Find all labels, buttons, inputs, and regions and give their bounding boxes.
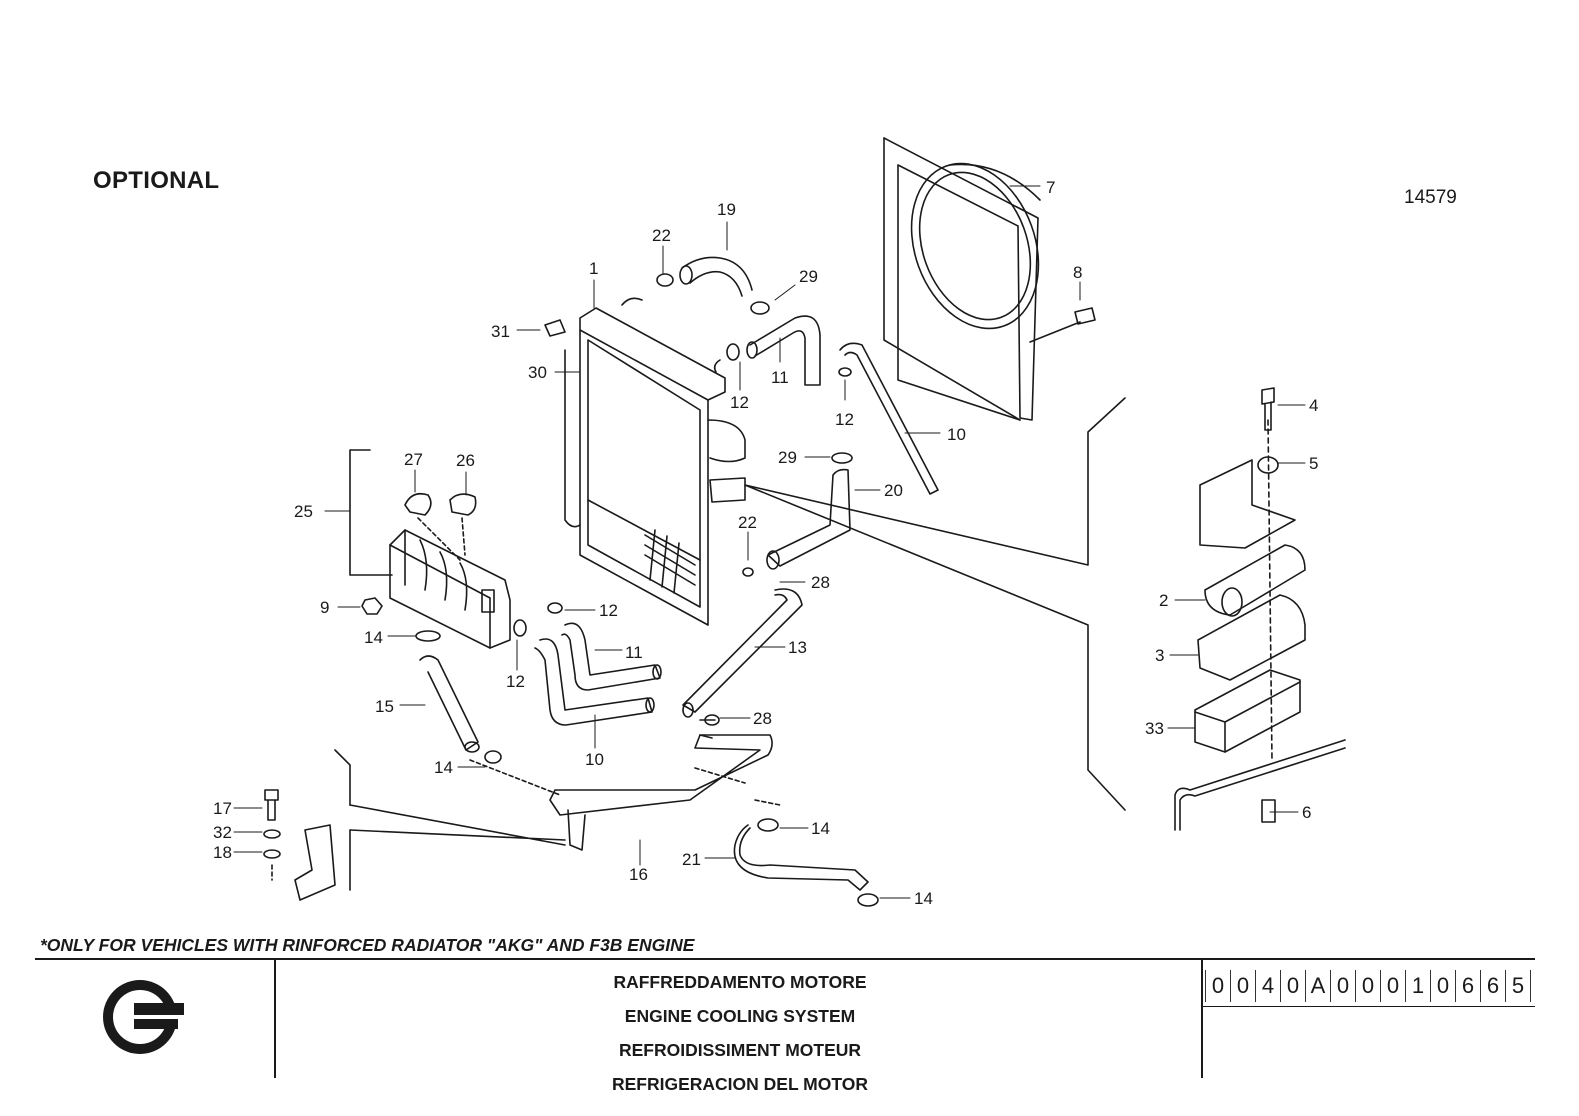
callout-numbers: 1 30 31 22 19 29 11 12 12 7 8 10 29 20 2… <box>213 178 1318 908</box>
callout-14: 14 <box>914 889 933 908</box>
callout-10: 10 <box>585 750 604 769</box>
code-char: 6 <box>1455 970 1481 1002</box>
hose-21 <box>733 824 869 891</box>
code-char: 0 <box>1355 970 1381 1002</box>
callout-11: 11 <box>771 368 789 387</box>
hose-clamps <box>415 273 1279 907</box>
mount-stack <box>1174 419 1346 831</box>
radiator <box>564 297 746 626</box>
callout-13: 13 <box>788 638 807 657</box>
code-char: 6 <box>1480 970 1506 1002</box>
callout-26: 26 <box>456 451 475 470</box>
hose-15 <box>419 655 480 753</box>
callout-2: 2 <box>1159 591 1168 610</box>
title-english: ENGINE COOLING SYSTEM <box>624 1006 856 1026</box>
mount-bracket-left <box>271 824 336 901</box>
expansion-tank <box>389 529 511 649</box>
hose-10-upper <box>839 342 939 495</box>
fan-shroud <box>883 137 1041 421</box>
code-char: 0 <box>1205 970 1231 1002</box>
callout-12: 12 <box>730 393 749 412</box>
part-code: 0 0 4 0 A 0 0 0 1 0 6 6 5 <box>1205 970 1535 1006</box>
hoses-lower-middle <box>534 622 662 726</box>
code-char: 0 <box>1230 970 1256 1002</box>
pipe-16 <box>549 719 773 851</box>
footnote: *ONLY FOR VEHICLES WITH RINFORCED RADIAT… <box>40 935 695 955</box>
code-char: 1 <box>1405 970 1431 1002</box>
title-block-top-rule <box>35 958 1535 960</box>
callout-leaders <box>233 185 1306 899</box>
callout-22: 22 <box>652 226 671 245</box>
bracket-25 <box>349 449 393 576</box>
bolt-8 <box>1029 307 1096 343</box>
callout-15: 15 <box>375 697 394 716</box>
title-italian: RAFFREDDAMENTO MOTORE <box>613 972 867 992</box>
title-french: REFROIDISSIMENT MOTEUR <box>618 1040 862 1060</box>
dashed-connectors <box>469 759 781 806</box>
bolt-17 <box>263 789 281 859</box>
callout-31: 31 <box>491 322 510 341</box>
title-spanish: REFRIGERACION DEL MOTOR <box>611 1074 869 1094</box>
callout-19: 19 <box>717 200 736 219</box>
code-char: A <box>1305 970 1331 1002</box>
title-block-divider-left <box>274 960 276 1078</box>
code-char: 0 <box>1430 970 1456 1002</box>
code-char: 0 <box>1280 970 1306 1002</box>
callout-3: 3 <box>1155 646 1164 665</box>
assembly-leaders-left <box>349 804 566 846</box>
nut-9 <box>361 597 383 615</box>
optional-label: OPTIONAL <box>93 167 220 194</box>
callout-33: 33 <box>1145 719 1164 738</box>
callout-9: 9 <box>320 598 329 617</box>
code-char: 4 <box>1255 970 1281 1002</box>
manufacturer-logo-icon <box>103 980 190 1054</box>
callout-12: 12 <box>506 672 525 691</box>
callout-14: 14 <box>434 758 453 777</box>
callout-27: 27 <box>404 450 423 469</box>
callout-28: 28 <box>753 709 772 728</box>
callout-20: 20 <box>884 481 903 500</box>
drawing-number: 14579 <box>1404 187 1457 208</box>
callout-29: 29 <box>778 448 797 467</box>
callout-21: 21 <box>682 850 701 869</box>
callout-14: 14 <box>364 628 383 647</box>
callout-7: 7 <box>1046 178 1055 197</box>
callout-5: 5 <box>1309 454 1318 473</box>
callout-17: 17 <box>213 799 232 818</box>
code-char: 0 <box>1380 970 1406 1002</box>
bolt-31 <box>544 319 566 337</box>
code-box-underline <box>1203 1006 1535 1007</box>
callout-4: 4 <box>1309 396 1318 415</box>
callout-30: 30 <box>528 363 547 382</box>
tank-caps <box>404 492 477 561</box>
callout-25: 25 <box>294 502 313 521</box>
assembly-leaders-right <box>744 397 1126 811</box>
callout-12: 12 <box>599 601 618 620</box>
code-char: 5 <box>1505 970 1531 1002</box>
callout-8: 8 <box>1073 263 1082 282</box>
callout-10: 10 <box>947 425 966 444</box>
bolt-6 <box>1261 799 1276 823</box>
callout-16: 16 <box>629 865 648 884</box>
callout-29: 29 <box>799 267 818 286</box>
frame-edge-left <box>334 749 351 891</box>
callout-18: 18 <box>213 843 232 862</box>
bolt-4 <box>1261 387 1275 431</box>
hose-19 <box>679 256 753 297</box>
hose-13 <box>682 588 803 718</box>
callout-14: 14 <box>811 819 830 838</box>
callout-32: 32 <box>213 823 232 842</box>
callout-11: 11 <box>625 643 643 662</box>
code-char: 0 <box>1330 970 1356 1002</box>
callout-6: 6 <box>1302 803 1311 822</box>
callout-28: 28 <box>811 573 830 592</box>
callout-12: 12 <box>835 410 854 429</box>
callout-1: 1 <box>589 259 598 278</box>
title-block-divider-right <box>1201 960 1203 1078</box>
hose-20 <box>766 468 851 570</box>
hose-11-upper <box>746 315 821 386</box>
callout-22: 22 <box>738 513 757 532</box>
